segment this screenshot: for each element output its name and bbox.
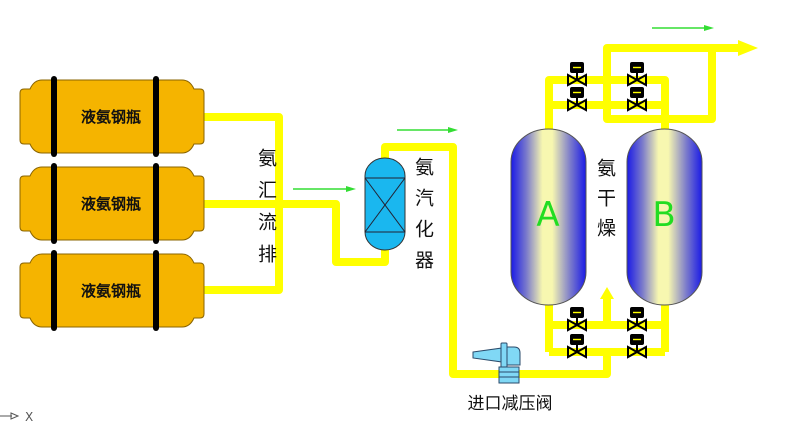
- cylinder-to-vaporizer-pipe: [202, 200, 389, 266]
- dryer-label: 氨干燥: [594, 158, 616, 248]
- tank-vessel: [510, 128, 587, 306]
- tank-vessel: [626, 128, 703, 306]
- flow-arrow-head: [704, 25, 714, 31]
- tank-label: A: [536, 195, 559, 235]
- flow-arrow: [397, 127, 458, 133]
- dryer-tank-a: A: [510, 128, 587, 306]
- outlet-arrow-head: [738, 40, 758, 56]
- inlet-valve-label: 进口减压阀: [468, 394, 553, 414]
- switching-valves-bottom: [567, 307, 647, 359]
- vaporizer-packing-line: [364, 177, 406, 233]
- flow-arrow-head: [346, 186, 356, 192]
- liquid-ammonia-cylinders: 液氨钢瓶 液氨钢瓶 液氨钢瓶: [19, 76, 205, 331]
- cylinder: 液氨钢瓶: [19, 250, 205, 331]
- valve-icon: [567, 62, 587, 87]
- vent-arrow-head: [600, 287, 614, 299]
- vaporizer-vessel: [364, 157, 406, 251]
- flow-arrow: [652, 25, 714, 31]
- valve-nozzle: [472, 347, 503, 363]
- ammonia-vaporizer: [364, 157, 406, 251]
- ucs-axis-label: X: [25, 410, 33, 424]
- valve-icon: [627, 62, 647, 87]
- ucs-axis-icon: X: [0, 410, 33, 424]
- valve-icon: [567, 307, 587, 332]
- cylinder-label: 液氨钢瓶: [81, 282, 141, 300]
- cylinder: 液氨钢瓶: [19, 163, 205, 244]
- valve-icon: [627, 87, 647, 112]
- cylinder-band: [153, 250, 159, 331]
- valve-body: [506, 346, 521, 366]
- valve-icon: [627, 334, 647, 359]
- dryer-outlet-loop: [603, 44, 716, 123]
- valve-icon: [627, 307, 647, 332]
- cylinder-band: [51, 163, 57, 244]
- flow-arrow: [293, 186, 356, 192]
- switching-valves-top: [567, 62, 647, 112]
- flow-arrow-head: [448, 127, 458, 133]
- vaporizer-to-inlet-pipe: [381, 143, 611, 378]
- cylinder-band: [51, 76, 57, 157]
- valve-flange: [500, 342, 508, 370]
- cylinder-label: 液氨钢瓶: [81, 108, 141, 126]
- tank-label: B: [652, 195, 675, 235]
- cylinder-label: 液氨钢瓶: [81, 195, 141, 213]
- inlet-pressure-reducing-valve-icon: [472, 342, 521, 384]
- cylinder-band: [153, 76, 159, 157]
- valve-base: [498, 366, 520, 384]
- valve-icon: [567, 87, 587, 112]
- cylinder-band: [51, 250, 57, 331]
- manifold-label: 氨汇流排: [255, 148, 277, 276]
- valve-icon: [567, 334, 587, 359]
- vaporizer-label: 氨汽化器: [412, 157, 434, 281]
- cylinder: 液氨钢瓶: [19, 76, 205, 157]
- dryer-tank-b: B: [626, 128, 703, 306]
- cylinder-band: [153, 163, 159, 244]
